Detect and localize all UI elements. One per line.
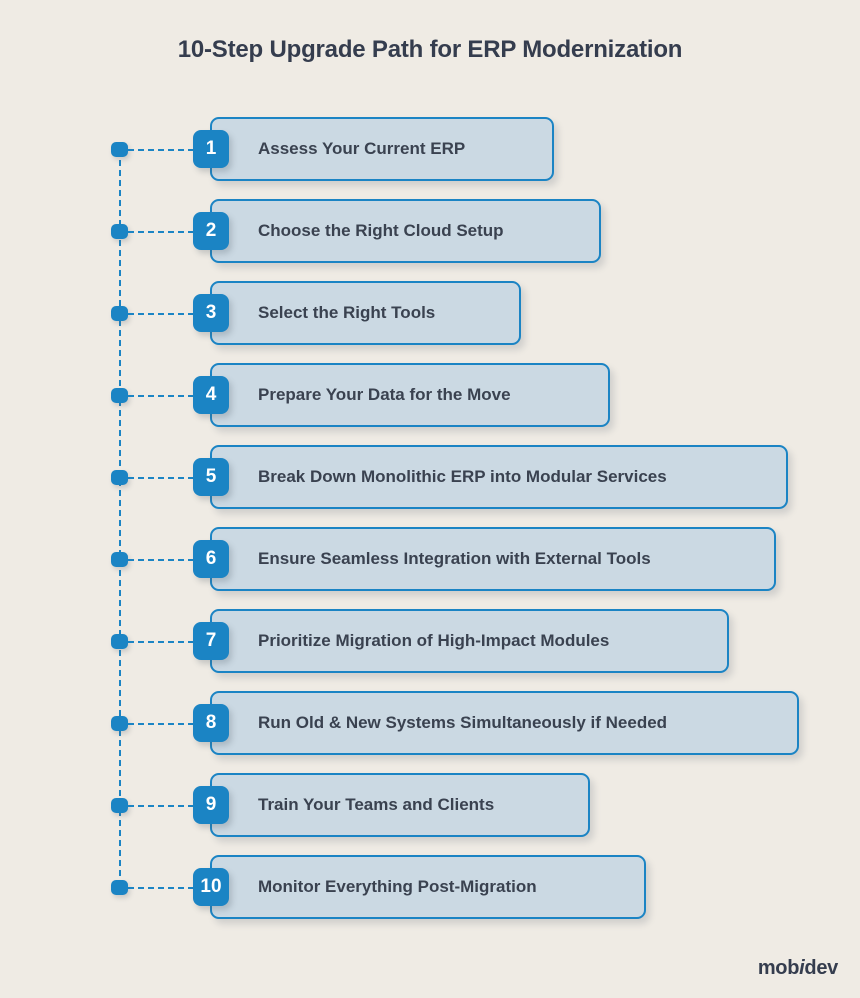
step-card[interactable] (210, 363, 610, 427)
step-number-badge: 6 (193, 540, 229, 578)
step-number-badge: 10 (193, 868, 229, 906)
step-row[interactable]: Train Your Teams and Clients 9 (193, 773, 590, 837)
step-number-badge: 9 (193, 786, 229, 824)
step-number-badge: 5 (193, 458, 229, 496)
step-number-badge: 4 (193, 376, 229, 414)
step-card[interactable] (210, 117, 554, 181)
step-card[interactable] (210, 199, 601, 263)
step-label: Assess Your Current ERP (258, 139, 466, 158)
step-label: Train Your Teams and Clients (258, 795, 495, 814)
brand-logo-accent-letter: i (799, 957, 805, 979)
step-label: Break Down Monolithic ERP into Modular S… (258, 467, 667, 486)
step-card[interactable] (210, 691, 799, 755)
step-card[interactable] (210, 609, 729, 673)
step-row[interactable]: Run Old & New Systems Simultaneously if … (193, 691, 799, 755)
step-number-badge: 1 (193, 130, 229, 168)
step-label: Ensure Seamless Integration with Externa… (258, 549, 651, 568)
brand-logo-prefix: mob (757, 957, 800, 979)
step-label: Run Old & New Systems Simultaneously if … (258, 713, 668, 732)
brand-logo-suffix: dev (804, 957, 838, 979)
step-row[interactable]: Prioritize Migration of High-Impact Modu… (193, 609, 729, 673)
step-row[interactable]: Choose the Right Cloud Setup 2 (193, 199, 601, 263)
step-row[interactable]: Ensure Seamless Integration with Externa… (193, 527, 776, 591)
step-number-badge: 3 (193, 294, 229, 332)
step-label: Choose the Right Cloud Setup (258, 221, 504, 240)
step-card[interactable] (210, 773, 590, 837)
step-number-badge: 8 (193, 704, 229, 742)
step-row[interactable]: Assess Your Current ERP 1 (193, 117, 554, 181)
step-card[interactable] (210, 855, 646, 919)
step-label: Prepare Your Data for the Move (258, 385, 511, 404)
step-label: Prioritize Migration of High-Impact Modu… (258, 631, 610, 650)
step-row[interactable]: Select the Right Tools 3 (193, 281, 521, 345)
step-row[interactable]: Break Down Monolithic ERP into Modular S… (193, 445, 788, 509)
step-number-badge: 7 (193, 622, 229, 660)
step-label: Monitor Everything Post-Migration (258, 877, 537, 896)
step-number-badge: 2 (193, 212, 229, 250)
step-card[interactable] (210, 281, 521, 345)
page-title: 10-Step Upgrade Path for ERP Modernizati… (177, 36, 683, 63)
step-row[interactable]: Monitor Everything Post-Migration 10 (193, 855, 646, 919)
step-row[interactable]: Prepare Your Data for the Move 4 (193, 363, 610, 427)
step-label: Select the Right Tools (258, 303, 436, 322)
brand-logo: mobidev (758, 957, 838, 980)
step-card[interactable] (210, 527, 776, 591)
